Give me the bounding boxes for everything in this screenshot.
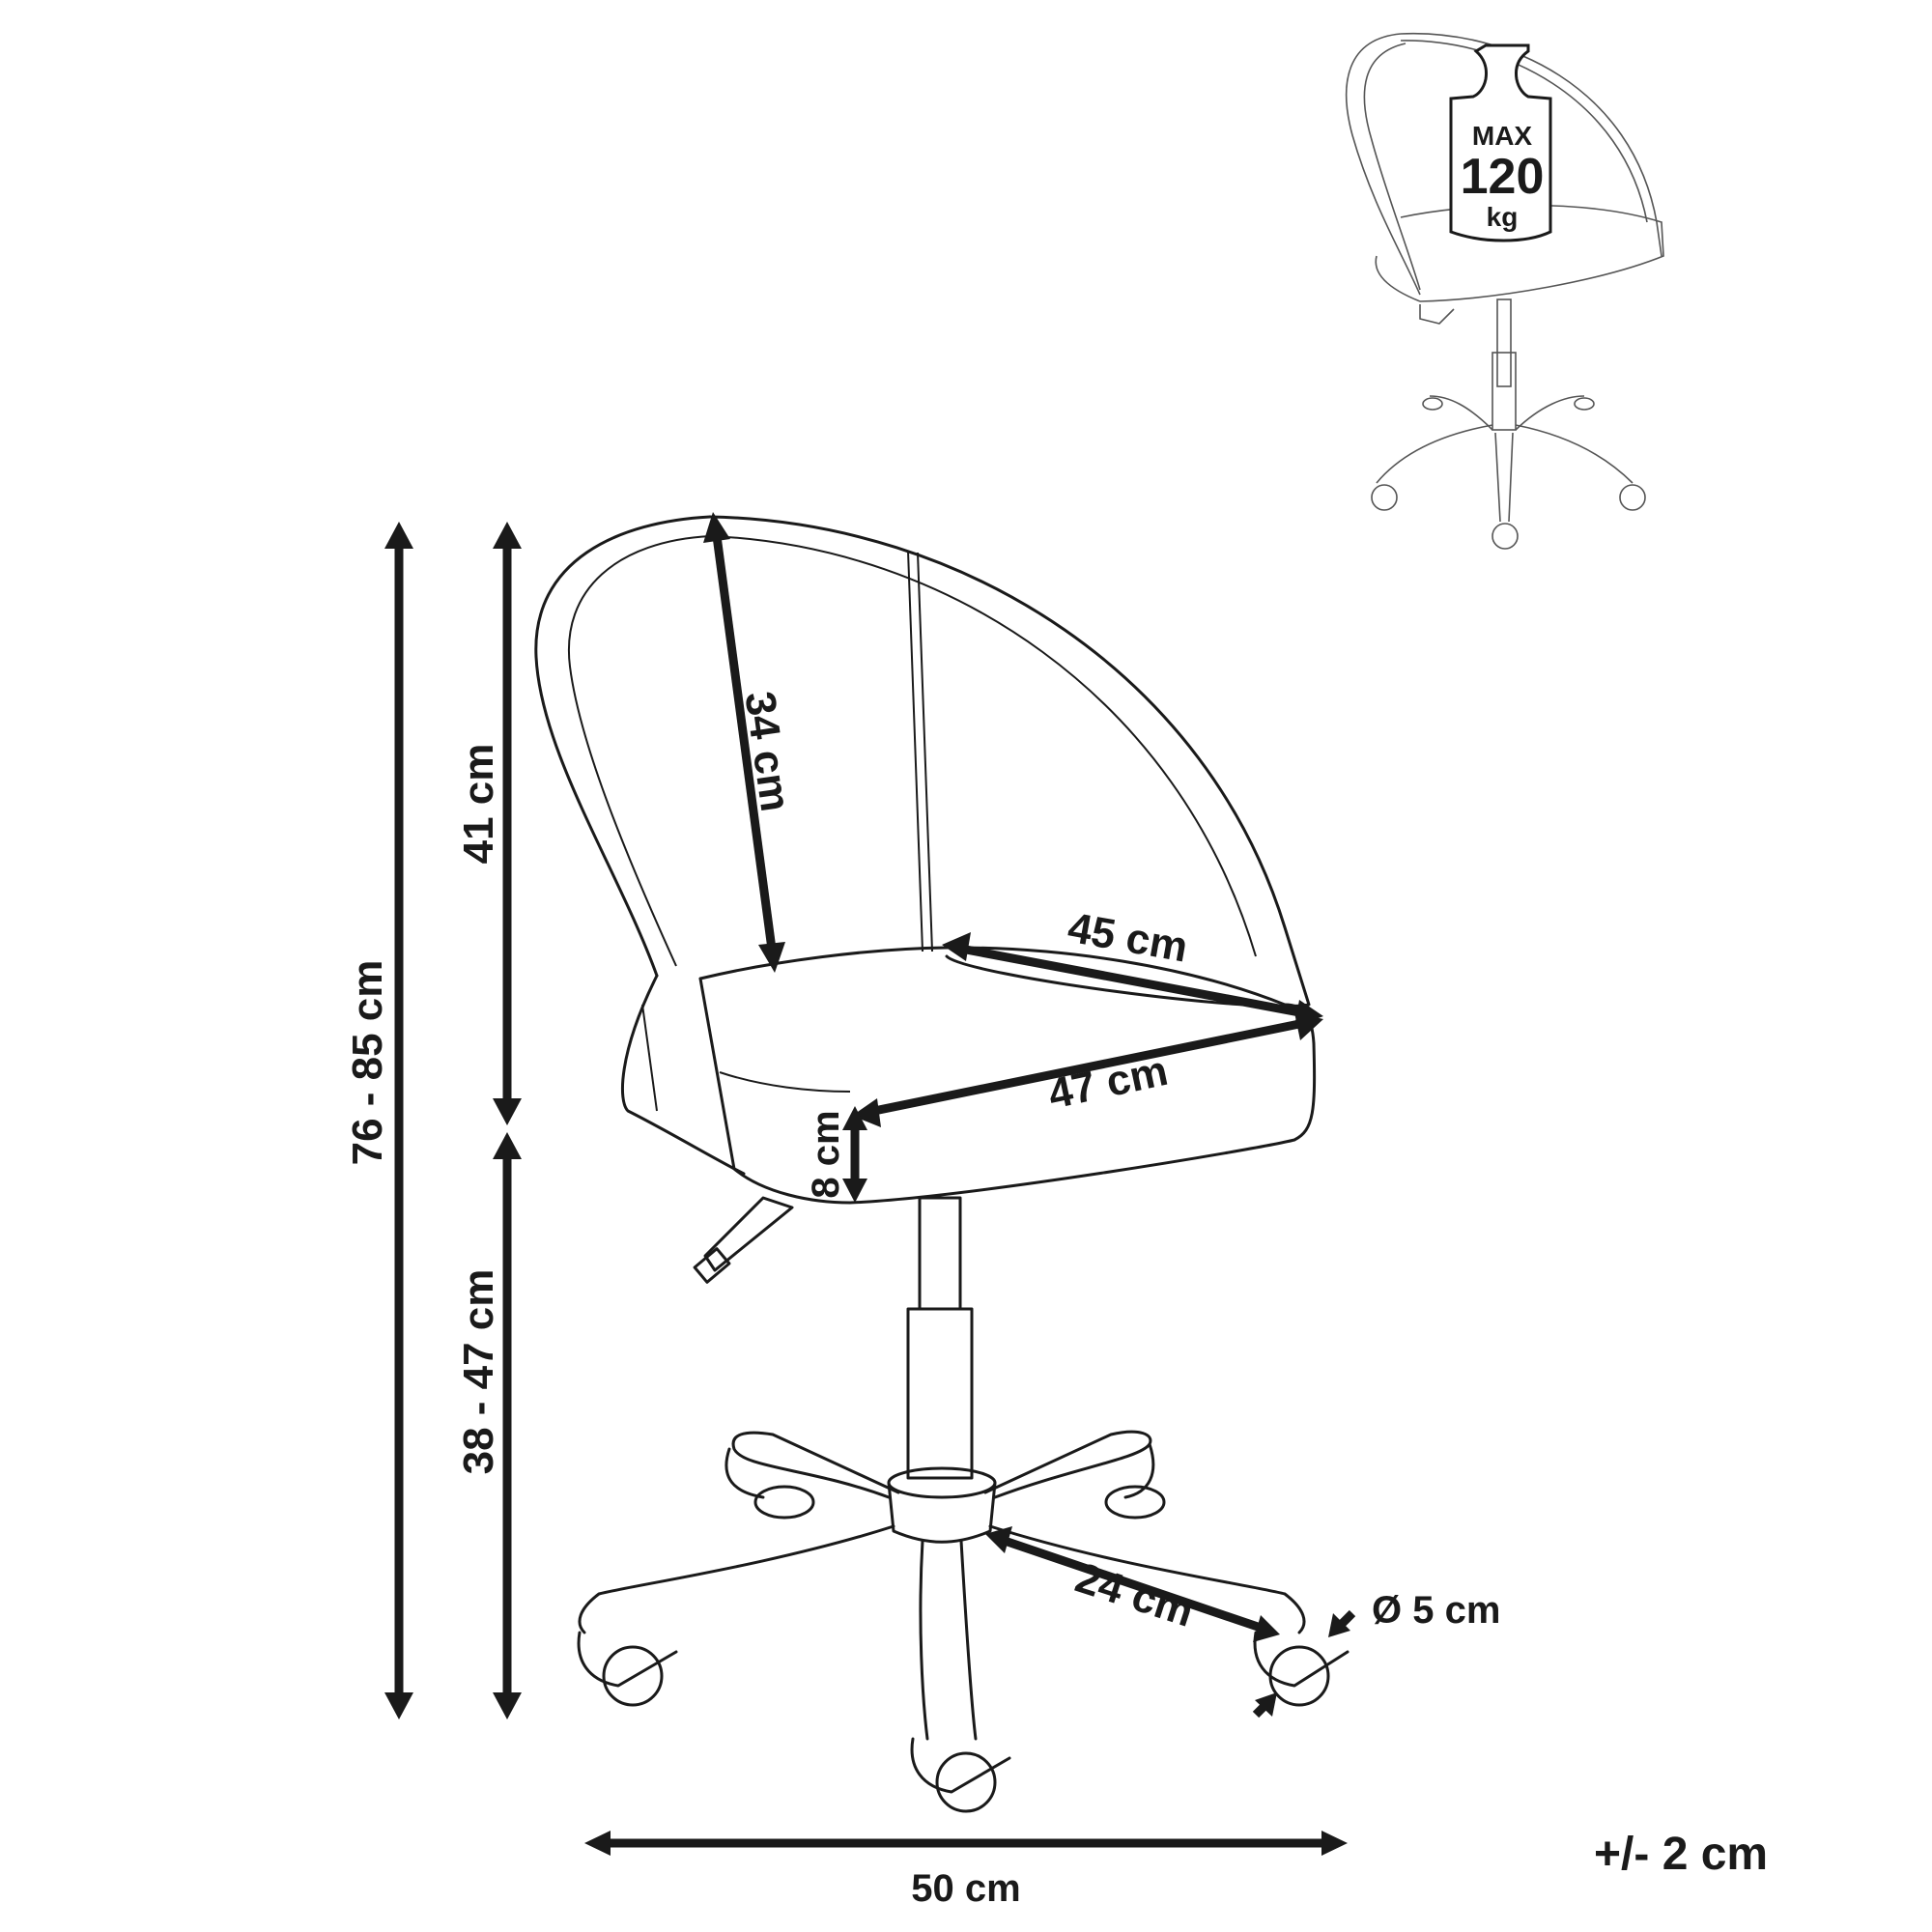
weight-badge-value: 120 bbox=[1461, 149, 1545, 205]
dimension-backrest-inner bbox=[703, 512, 785, 973]
dimension-total-height bbox=[384, 522, 413, 1719]
dimension-seat-width bbox=[852, 1012, 1323, 1127]
label-tolerance: +/- 2 cm bbox=[1594, 1829, 1768, 1880]
caster-left bbox=[577, 1631, 678, 1707]
label-base-width: 50 cm bbox=[911, 1867, 1020, 1910]
label-leg-length: 24 cm bbox=[1070, 1554, 1200, 1636]
dimension-seat-height bbox=[493, 1132, 522, 1719]
dimension-leg-length bbox=[985, 1526, 1280, 1642]
dimension-base-width bbox=[584, 1831, 1348, 1856]
label-seat-height: 38 - 47 cm bbox=[455, 1269, 502, 1475]
chair-illustration bbox=[534, 515, 1350, 1813]
caster-back-right bbox=[1104, 1442, 1166, 1520]
label-seat-depth: 45 cm bbox=[1065, 904, 1191, 972]
caster-back-left bbox=[724, 1447, 815, 1520]
label-total-height: 76 - 85 cm bbox=[344, 960, 391, 1166]
weight-badge-unit: kg bbox=[1487, 202, 1519, 232]
label-backrest-height: 41 cm bbox=[455, 744, 502, 865]
weight-badge-max: MAX bbox=[1472, 121, 1533, 151]
dimension-backrest-height bbox=[493, 522, 522, 1125]
label-backrest-inner: 34 cm bbox=[735, 689, 799, 814]
caster-right bbox=[1253, 1631, 1350, 1707]
thumbnail-chair bbox=[1346, 32, 1664, 550]
weight-icon bbox=[1449, 43, 1552, 242]
label-caster-diameter: Ø 5 cm bbox=[1372, 1589, 1500, 1632]
caster-front bbox=[910, 1737, 1011, 1813]
weight-limit-badge: MAX 120 kg bbox=[1449, 43, 1552, 242]
label-seat-thickness: 8 cm bbox=[805, 1110, 847, 1198]
dimension-seat-thickness bbox=[842, 1106, 867, 1203]
label-seat-width: 47 cm bbox=[1044, 1047, 1172, 1119]
dimension-caster-diameter bbox=[1252, 1609, 1356, 1719]
